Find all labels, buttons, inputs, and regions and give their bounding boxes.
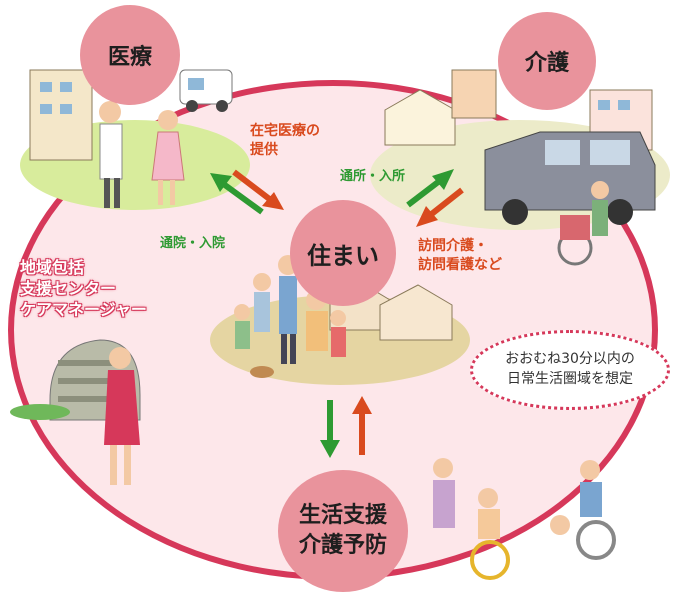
arrow-tsusho-green [406,169,454,208]
area-note-line2: 日常生活圏域を想定 [507,371,633,387]
label-daycare-admission: 通所・入所 [340,169,406,184]
label-support-center-line2: 支援センター [20,278,117,298]
node-life-support-line2: 介護予防 [298,533,387,558]
label-support-center: 地域包括 支援センター ケアマネージャー [20,258,180,320]
arrow-tsuin-nyuin-green [210,173,264,215]
node-life-support: 生活支援 介護予防 [278,470,408,592]
node-medical: 医療 [80,5,180,105]
area-note-line1: おおむね30分以内の [505,351,635,368]
label-home-medical-line2: 提供 [250,141,278,158]
seniors-wheelchair-illustration [433,458,616,580]
node-care: 介護 [498,12,596,110]
label-home-visit: 訪問介護・ 訪問看護など [418,237,502,275]
node-care-label: 介護 [524,51,569,76]
arrow-seikatsu-up-orange [352,396,372,455]
node-life-support-line1: 生活支援 [298,503,387,529]
area-note-bubble: おおむね30分以内の 日常生活圏域を想定 [470,330,670,410]
node-medical-label: 医療 [107,45,152,70]
node-housing-label: 住まい [307,241,379,270]
label-home-visit-line1: 訪問介護・ [418,238,488,254]
node-housing: 住まい [290,200,396,306]
label-outpatient-admission: 通院・入院 [160,236,226,251]
label-home-medical-line1: 在宅医療の [250,123,320,139]
label-home-medical: 在宅医療の 提供 [250,122,320,160]
medical-scene-illustration [20,69,250,210]
label-support-center-line3: ケアマネージャー [20,299,147,319]
support-center-illustration [10,339,141,485]
arrow-seikatsu-down-green [320,400,340,458]
label-support-center-line1: 地域包括 [20,258,85,277]
label-home-visit-line2: 訪問看護など [418,256,502,273]
arrow-homon-orange [416,187,464,227]
arrow-zaitaku-orange [232,169,284,210]
